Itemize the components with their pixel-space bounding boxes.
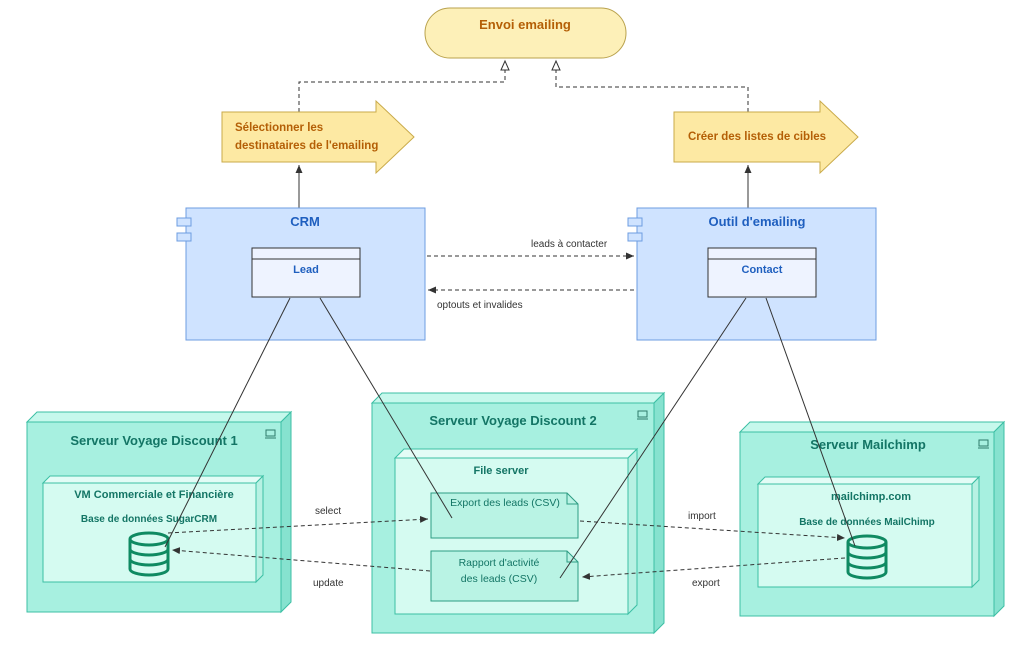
- assoc-lead-sugarcrm: [164, 297, 291, 548]
- process-left-line2: destinataires de l'emailing: [235, 140, 378, 152]
- process-select-recipients: Sélectionner les destinataires de l'emai…: [221, 99, 415, 175]
- flow-update: [171, 547, 431, 572]
- mailchimp-database-icon: [846, 534, 888, 580]
- realization-arrowhead-right: [551, 59, 561, 71]
- flow-optouts-label: optouts et invalides: [437, 300, 523, 311]
- artifact-activity-report: [430, 550, 579, 602]
- vm-title: VM Commerciale et Financière: [74, 489, 234, 501]
- process-right-line1: Créer des listes de cibles: [688, 131, 826, 143]
- server2-title: Serveur Voyage Discount 2: [429, 413, 596, 428]
- contact-entity: [707, 247, 817, 298]
- mailchimp-db-label: Base de données MailChimp: [799, 517, 935, 528]
- artifact-export-leads: [430, 492, 579, 539]
- flow-export-label: export: [692, 578, 720, 589]
- sugarcrm-database-icon: [128, 531, 170, 577]
- server3-title: Serveur Mailchimp: [810, 437, 926, 452]
- flow-import-label: import: [688, 511, 716, 522]
- goal-envoi-emailing: Envoi emailing: [424, 7, 627, 59]
- process-left-line1: Sélectionner les: [235, 122, 323, 134]
- realization-arrowhead-left: [500, 59, 510, 71]
- emailing-tool-title: Outil d'emailing: [709, 214, 806, 229]
- flow-export: [581, 557, 846, 580]
- server1-title: Serveur Voyage Discount 1: [70, 433, 237, 448]
- artifact-export-leads-label: Export des leads (CSV): [450, 497, 560, 509]
- flow-select-label: select: [315, 506, 341, 517]
- artifact-activity-report-line2: des leads (CSV): [461, 573, 537, 585]
- sugarcrm-db-label: Base de données SugarCRM: [81, 514, 217, 525]
- assoc-contact-report: [559, 297, 747, 579]
- assoc-contact-mailchimp: [765, 297, 856, 547]
- flow-update-label: update: [313, 578, 344, 589]
- process-create-target-lists: Créer des listes de cibles: [673, 99, 859, 175]
- flow-leads-to-contact-label: leads à contacter: [531, 239, 608, 250]
- contact-entity-label: Contact: [742, 264, 783, 276]
- realization-link-right: [555, 62, 749, 112]
- goal-label: Envoi emailing: [479, 17, 571, 32]
- assoc-lead-export: [319, 297, 453, 519]
- node-server-voyage-discount-2: Serveur Voyage Discount 2 File server Ex…: [370, 391, 666, 635]
- node-server-voyage-discount-1: Serveur Voyage Discount 1 VM Commerciale…: [25, 410, 293, 614]
- component-crm: CRM Lead: [176, 207, 426, 341]
- flow-select: [167, 515, 429, 534]
- flow-import: [579, 520, 846, 541]
- lead-entity-label: Lead: [293, 264, 319, 276]
- file-server-title: File server: [473, 465, 529, 477]
- node-serveur-mailchimp: Serveur Mailchimp mailchimp.com Base de …: [738, 420, 1006, 618]
- artifact-activity-report-line1: Rapport d'activité: [459, 557, 540, 569]
- lead-entity: [251, 247, 361, 298]
- crm-title: CRM: [290, 214, 320, 229]
- mailchimp-com-title: mailchimp.com: [831, 491, 911, 503]
- realization-link-left: [298, 62, 506, 112]
- component-emailing-tool: Outil d'emailing Contact: [627, 207, 877, 341]
